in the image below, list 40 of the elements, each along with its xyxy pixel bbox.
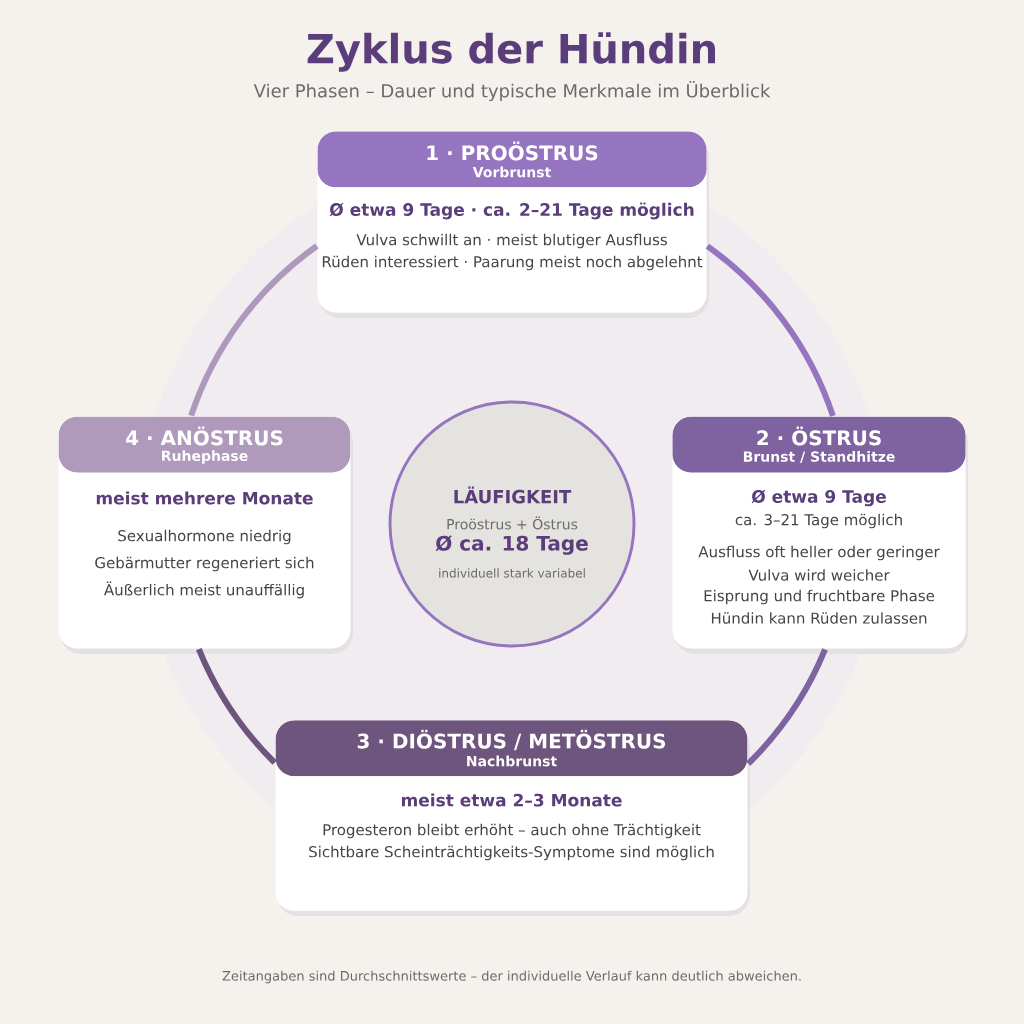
feature-text: Ausfluss oft heller oder geringer	[698, 545, 940, 561]
subtitle: Vier Phasen – Dauer und typische Merkmale im Überblick	[253, 80, 771, 102]
card-subtitle: Brunst / Standhitze	[743, 451, 895, 463]
feature-text: Hündin kann Rüden zulassen	[711, 612, 927, 624]
title: Zyklus der Hündin	[307, 32, 715, 72]
phase-card	[672, 416, 968, 654]
center-note: individuell stark variabel	[439, 568, 585, 578]
phase-card	[275, 720, 750, 916]
card-title: 2 · ÖSTRUS	[757, 426, 881, 446]
ring-arc	[196, 648, 277, 765]
feature-text: Eisprung und fruchtbare Phase	[704, 589, 935, 605]
center-text: Proöstrus + Östrus	[447, 516, 578, 530]
card-subtitle: Ruhephase	[162, 450, 248, 464]
card-subtitle: Nachbrunst	[467, 755, 557, 767]
phase-card	[58, 416, 353, 654]
card-title: 4 · ANÖSTRUS	[126, 426, 283, 446]
card-title: 1 · PROÖSTRUS	[427, 141, 598, 161]
feature-text: Gebärmutter regeneriert sich	[95, 556, 314, 572]
card-subtitle: Vorbrunst	[472, 166, 551, 178]
phase-card	[317, 131, 709, 318]
feature-text: Vulva wird weicher	[748, 569, 890, 581]
feature-text: Rüden interessiert · Paarung meist noch abgelehnt	[322, 255, 703, 271]
feature-text: Sichtbare Scheinträchtigkeits-Symptome sind möglich	[309, 845, 714, 861]
duration-text: Ø etwa 9 Tage · ca. 2–21 Tage möglich	[329, 202, 694, 220]
center-title: LÄUFIGKEIT	[454, 486, 572, 504]
feature-text: Äußerlich meist unauffällig	[104, 581, 304, 599]
feature-text: Vulva schwillt an · meist blutiger Ausfluss	[356, 233, 667, 249]
duration-text: meist mehrere Monate	[96, 491, 313, 505]
ring-arc	[188, 243, 319, 417]
feature-text: Progesteron bleibt erhöht – auch ohne Trächtigkeit	[323, 823, 701, 839]
feature-text: Sexualhormone niedrig	[118, 529, 291, 545]
footnote: Zeitangaben sind Durchschnittswerte – der individuelle Verlauf kann deutlich abweichen.	[222, 970, 801, 984]
center-duration: Ø ca. 18 Tage	[435, 535, 588, 555]
duration-text: meist etwa 2–3 Monate	[401, 793, 622, 807]
center-circle	[388, 400, 636, 648]
card-title: 3 · DIÖSTRUS / METÖSTRUS	[357, 729, 666, 751]
ring-arc	[705, 243, 836, 417]
ring-arc	[746, 648, 828, 766]
duration-text: Ø etwa 9 Tage	[751, 489, 886, 507]
feature-text: ca. 3–21 Tage möglich	[735, 513, 902, 529]
